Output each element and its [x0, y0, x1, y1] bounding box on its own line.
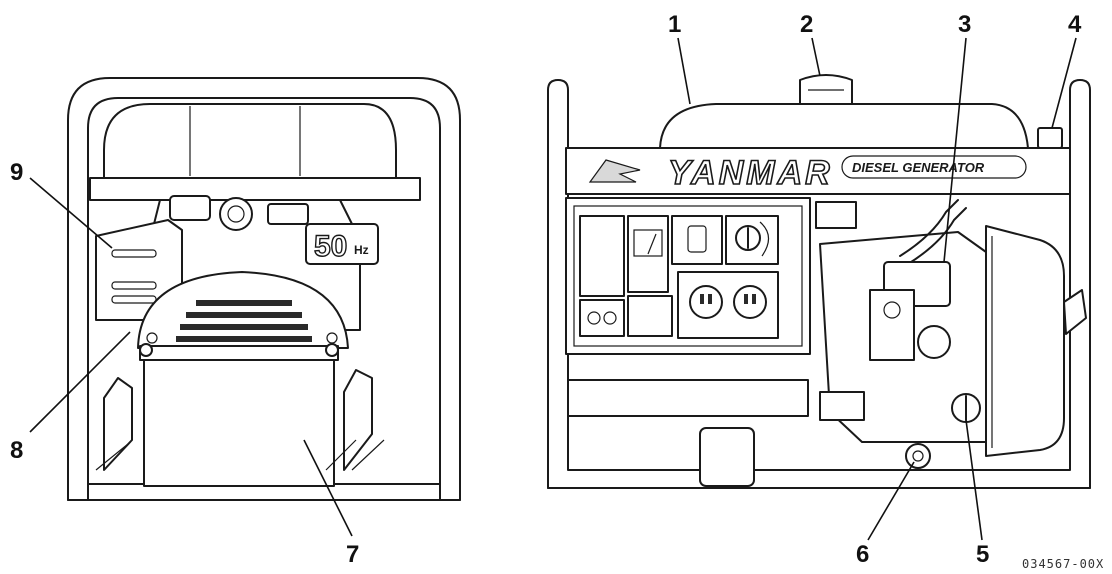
ground-terminal-b	[603, 311, 617, 325]
engine-fitting	[267, 203, 309, 225]
callout-leaders	[29, 37, 1077, 541]
outlet-left-slot-b	[708, 294, 712, 304]
breaker-module	[671, 215, 723, 265]
callout-9: 9	[10, 159, 23, 186]
ac-outlet-right	[733, 285, 767, 319]
key-switch-module	[725, 215, 779, 265]
guard-slot-a	[111, 249, 157, 258]
outlet-left-slot-a	[700, 294, 704, 304]
engine-round-cover	[219, 197, 253, 231]
control-panel-inner	[573, 205, 803, 347]
callout-1: 1	[668, 11, 681, 38]
lower-cross-members	[95, 439, 385, 471]
leader-4	[1051, 37, 1077, 129]
key-switch-arc	[759, 221, 770, 257]
outlet-right-slot-a	[744, 294, 748, 304]
drain-plug	[905, 443, 931, 469]
callout-4: 4	[1068, 11, 1082, 38]
figure-reference-code: 034567-00X	[1022, 557, 1104, 571]
outlet-right-slot-b	[752, 294, 756, 304]
filter-bolt	[883, 301, 901, 319]
fuel-filter-housing	[869, 289, 915, 361]
battery-hold-down	[139, 345, 339, 361]
leader-6	[867, 461, 915, 541]
tank-bracket	[89, 177, 421, 201]
starter-coupler	[819, 391, 865, 421]
brand-name: YANMAR	[668, 154, 833, 192]
leader-9	[29, 177, 113, 249]
mounting-foot	[699, 427, 755, 487]
leader-3	[943, 37, 967, 263]
voltmeter-needle	[647, 233, 657, 255]
recoil-handle	[1063, 289, 1087, 335]
ground-terminal-module	[579, 299, 625, 337]
engine-injector-cap	[169, 195, 211, 221]
callout-2: 2	[800, 11, 813, 38]
frequency-value: 50	[314, 230, 347, 263]
injector-pipe	[899, 199, 959, 257]
engine-round-cover-inner	[227, 205, 245, 223]
flywheel-housing	[985, 225, 1065, 457]
panel-caption: DIESEL GENERATOR	[852, 160, 985, 175]
fan-bolt-left	[146, 332, 158, 344]
panel-blank-plate	[579, 215, 625, 297]
lower-left-hose	[103, 377, 133, 471]
callout-8: 8	[10, 437, 23, 464]
breaker-switch	[687, 225, 707, 253]
right-front-view: YANMAR DIESEL GENERATOR	[547, 74, 1091, 489]
battery-terminal-right	[325, 343, 339, 357]
leader-5	[965, 419, 983, 541]
frequency-unit: Hz	[354, 243, 369, 257]
callout-6: 6	[856, 541, 869, 568]
alternator-base	[567, 379, 809, 417]
callout-numbers: 1 2 3 4 5 6 7 8 9	[10, 11, 1082, 568]
lower-right-hose	[343, 369, 373, 471]
ground-terminal-a	[587, 311, 601, 325]
fuel-tank-dome	[659, 103, 1029, 149]
battery-terminal-left	[139, 343, 153, 357]
right-frame	[547, 79, 1091, 489]
fuel-gauge	[1037, 127, 1063, 149]
callout-3: 3	[958, 11, 971, 38]
injector-pipe-b	[907, 207, 967, 265]
ac-outlet-left	[689, 285, 723, 319]
leader-1	[677, 37, 691, 105]
voltmeter-face	[633, 229, 663, 257]
drain-plug-inner	[912, 450, 924, 462]
battery	[143, 355, 335, 487]
left-fuel-tank	[103, 103, 397, 179]
frequency-badge: 50 Hz	[305, 223, 379, 265]
leader-8	[29, 331, 131, 433]
left-end-view: 50 Hz	[67, 77, 461, 501]
spec-label-plate	[815, 201, 857, 229]
callout-7: 7	[346, 541, 359, 568]
logo-bird-icon	[588, 159, 641, 183]
guard-slot-b	[111, 281, 157, 290]
governor-lever	[917, 325, 951, 359]
panel-caption-plate	[841, 155, 1027, 179]
left-frame-outer	[67, 77, 461, 501]
dc-output-module	[627, 295, 673, 337]
leader-2	[811, 37, 821, 77]
fan-cover-grille	[176, 300, 312, 342]
callout-5: 5	[976, 541, 989, 568]
leader-7	[303, 439, 353, 537]
left-frame-inner	[87, 97, 441, 501]
